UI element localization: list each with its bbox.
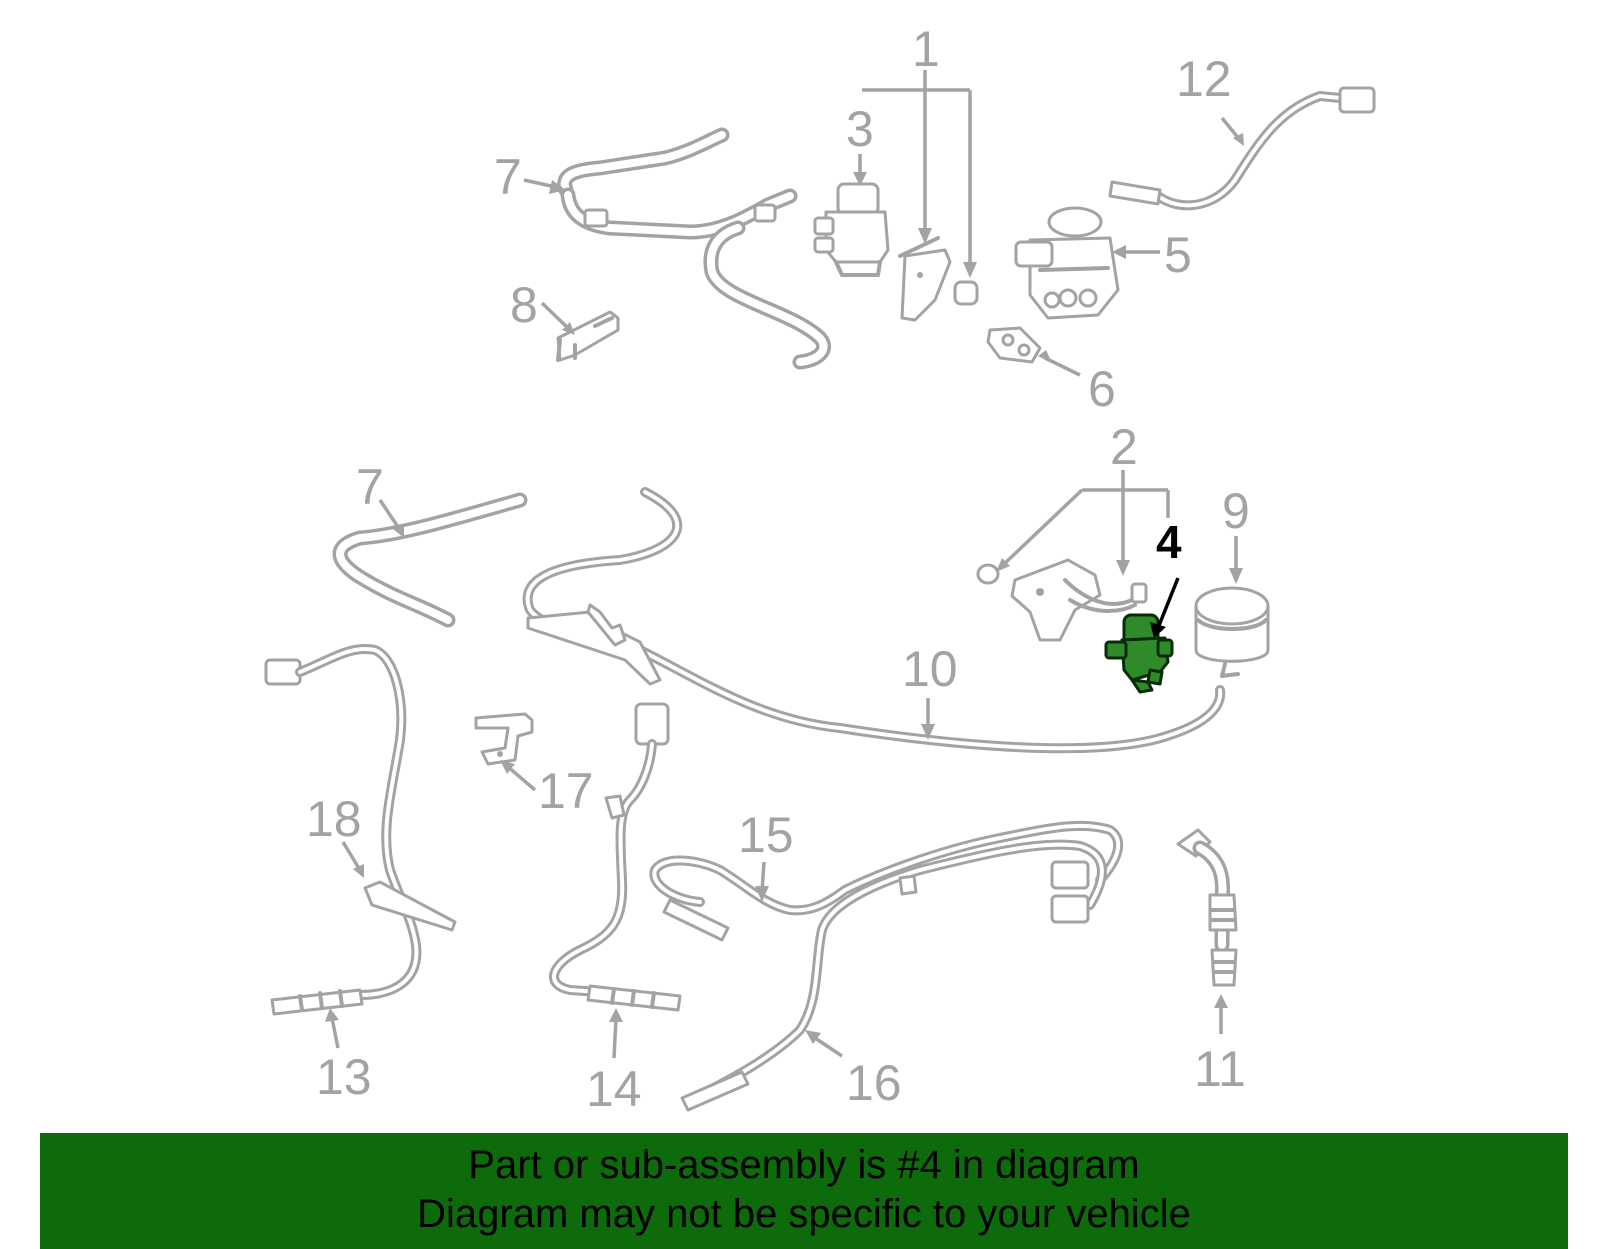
callout-labels: 1 3 7 8 5 6 12 2 7 9 10 18 17 15 13 14 1… (306, 21, 1250, 1117)
part-2-bracket-assembly (976, 558, 1148, 642)
part-16-oxygen-sensor (680, 839, 1107, 1112)
callout-14: 14 (586, 1061, 642, 1117)
part-7-lower-hose (332, 492, 528, 628)
part-1-bracket-assembly (898, 236, 979, 322)
part-14-oxygen-sensor (549, 702, 682, 1012)
part-15-oxygen-sensor (649, 820, 1124, 942)
callout-16: 16 (846, 1055, 902, 1111)
callout-5: 5 (1164, 227, 1192, 283)
callout-13: 13 (316, 1049, 372, 1105)
part-11-oxygen-sensor (1176, 828, 1238, 987)
banner-line-2: Diagram may not be specific to your vehi… (417, 1192, 1191, 1236)
callout-8: 8 (510, 277, 538, 333)
callout-4-highlighted: 4 (1156, 516, 1182, 568)
callout-18: 18 (306, 791, 362, 847)
callout-3: 3 (846, 101, 874, 157)
part-9-canister (1194, 586, 1270, 678)
callout-7-lower: 7 (356, 459, 384, 515)
callout-1: 1 (912, 21, 940, 77)
part-18-sensor-wire (264, 644, 457, 1000)
part-13-oxygen-sensor (270, 988, 364, 1016)
banner-line-1: Part or sub-assembly is #4 in diagram (468, 1143, 1140, 1187)
part-17-bracket (474, 712, 534, 766)
callout-11: 11 (1194, 1041, 1246, 1097)
part-10-vacuum-line (522, 487, 1226, 754)
callout-2: 2 (1110, 419, 1138, 475)
leader-lines (325, 70, 1244, 1059)
callout-7-upper: 7 (494, 149, 522, 205)
callout-12: 12 (1176, 51, 1232, 107)
part-8-bracket (556, 310, 620, 362)
part-4-highlighted-solenoid (1104, 613, 1174, 694)
part-3-solenoid-valve (813, 182, 890, 277)
callout-6: 6 (1088, 361, 1116, 417)
part-12-oxygen-sensor (1108, 86, 1376, 211)
part-7-upper-hose (557, 127, 831, 370)
banner-text: Part or sub-assembly is #4 in diagram Di… (40, 1133, 1568, 1239)
callout-9: 9 (1222, 483, 1250, 539)
info-banner: Part or sub-assembly is #4 in diagram Di… (40, 1133, 1568, 1249)
part-6-gasket (986, 326, 1042, 364)
part-5-valve (1014, 206, 1120, 320)
callout-17: 17 (538, 763, 594, 819)
callout-10: 10 (902, 641, 958, 697)
callout-15: 15 (738, 807, 794, 863)
